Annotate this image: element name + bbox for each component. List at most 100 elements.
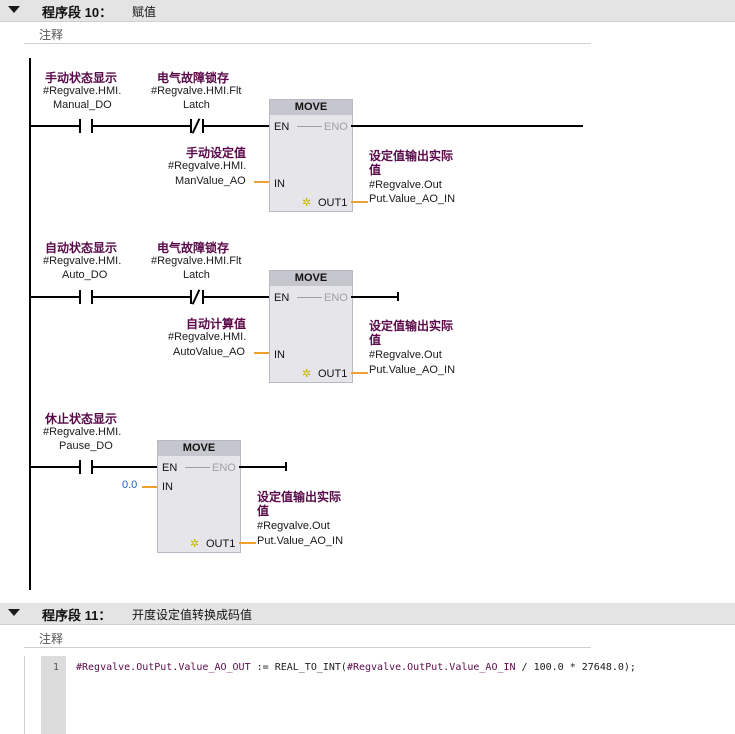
rung2-in-addr2[interactable]: AutoValue_AO [173, 346, 245, 358]
rung3-out-star-icon: ✲ [190, 538, 200, 550]
scl-code-arg: #Regvalve.OutPut.Value_AO_IN [346, 662, 516, 673]
rung1-out-pin: OUT1 [318, 197, 348, 209]
rung1-in-addr2[interactable]: ManValue_AO [175, 175, 246, 187]
scl-line-number: 1 [53, 662, 60, 673]
rung2-wire [93, 296, 190, 298]
rung3-move-title: MOVE [158, 441, 240, 456]
scl-code-assign: := [250, 662, 275, 673]
rung1-nc-contact-slash [191, 118, 201, 134]
rung1-contact1-name: 手动状态显示 [45, 71, 118, 85]
rung2-en-pin: EN [274, 292, 290, 304]
rung3-out-pin: OUT1 [206, 538, 236, 550]
collapse-triangle-icon[interactable] [8, 609, 20, 616]
rung1-contact1-addr1: #Regvalve.HMI. [43, 85, 122, 97]
rung2-contact2-addr1: #Regvalve.HMI.Flt [151, 255, 242, 267]
rung1-wire [93, 125, 190, 127]
rung3-en-pin: EN [162, 462, 178, 474]
rung1-wire [31, 125, 79, 127]
rung3-eno-pin: ENO [212, 462, 236, 474]
segment-10-header: 程序段 10： 赋值 [0, 0, 735, 22]
segment-10-title[interactable]: 赋值 [132, 5, 157, 19]
rung1-out-addr2[interactable]: Put.Value_AO_IN [369, 193, 456, 205]
collapse-triangle-icon[interactable] [8, 6, 20, 13]
rung1-in-pin: IN [274, 178, 285, 190]
segment-10-comment[interactable]: 注释 [24, 23, 591, 44]
rung2-contact1-addr1: #Regvalve.HMI. [43, 255, 122, 267]
rung1-contact1-addr2: Manual_DO [53, 99, 112, 111]
rung3-eno-end [285, 462, 287, 471]
rung1-out-star-icon: ✲ [302, 197, 312, 209]
rung1-out-name1: 设定值输出实际 [369, 149, 454, 163]
rung2-in-name: 自动计算值 [186, 317, 247, 331]
rung3-contact1-addr2: Pause_DO [59, 440, 113, 452]
rung3-wire [31, 466, 79, 468]
rung2-en-eno-line [297, 297, 322, 298]
rung3-eno-wire [239, 466, 286, 468]
rung3-en-eno-line [185, 467, 210, 468]
rung3-out-name1: 设定值输出实际 [257, 490, 342, 504]
scl-code-lhs: #Regvalve.OutPut.Value_AO_OUT [76, 662, 251, 673]
rung2-move-box[interactable]: MOVE EN ENO IN ✲ OUT1 [269, 270, 353, 383]
segment-11-header: 程序段 11： 开度设定值转换成码值 [0, 603, 735, 625]
rung1-move-box[interactable]: MOVE EN ENO IN ✲ OUT1 [269, 99, 353, 212]
rung1-eno-pin: ENO [324, 121, 348, 133]
rung1-en-pin: EN [274, 121, 290, 133]
segment-11-comment[interactable]: 注释 [24, 627, 591, 648]
rung3-out-name2: 值 [257, 504, 270, 518]
scl-editor[interactable] [24, 656, 735, 734]
segment-11-label: 程序段 11： [42, 608, 112, 623]
scl-code-line[interactable]: #Regvalve.OutPut.Value_AO_OUT := REAL_TO… [76, 662, 636, 673]
rung3-in-constant[interactable]: 0.0 [122, 479, 138, 491]
rung1-in-addr1: #Regvalve.HMI. [168, 160, 247, 172]
rung3-contact1-name: 休止状态显示 [45, 412, 118, 426]
rung2-out-addr2[interactable]: Put.Value_AO_IN [369, 364, 456, 376]
rung2-no-contact-right[interactable] [91, 290, 93, 304]
scl-gutter [41, 656, 66, 734]
rung1-out-name2: 值 [369, 163, 382, 177]
rung2-no-contact-left[interactable] [79, 290, 81, 304]
rung2-wire [31, 296, 79, 298]
rung1-out-wire [351, 201, 368, 203]
rung2-contact1-name: 自动状态显示 [45, 241, 118, 255]
rung3-out-addr1: #Regvalve.Out [257, 520, 330, 532]
rung1-en-eno-line [297, 126, 322, 127]
rung3-in-wire [142, 486, 157, 488]
rung1-move-title: MOVE [270, 100, 352, 115]
segment-11-title[interactable]: 开度设定值转换成码值 [132, 608, 253, 622]
rung1-contact2-addr2: Latch [183, 99, 210, 111]
rung3-move-box[interactable]: MOVE EN ENO IN ✲ OUT1 [157, 440, 241, 553]
rung1-out-addr1: #Regvalve.Out [369, 179, 442, 191]
rung2-out-name1: 设定值输出实际 [369, 319, 454, 333]
rung2-contact2-name: 电气故障锁存 [157, 241, 230, 255]
rung1-in-wire [254, 181, 269, 183]
segment-10-label: 程序段 10： [42, 5, 113, 20]
rung2-eno-end [397, 292, 399, 301]
rung2-nc-contact-left[interactable] [190, 290, 192, 304]
rung1-no-contact-right[interactable] [91, 119, 93, 133]
scl-code-rest: / 100.0 * 27648.0); [515, 662, 636, 673]
power-rail [29, 58, 31, 590]
rung2-out-wire [351, 372, 368, 374]
rung2-out-pin: OUT1 [318, 368, 348, 380]
rung2-move-title: MOVE [270, 271, 352, 286]
rung1-in-name: 手动设定值 [186, 146, 247, 160]
rung1-no-contact-left[interactable] [79, 119, 81, 133]
rung1-contact2-name: 电气故障锁存 [157, 71, 230, 85]
rung1-nc-contact-left[interactable] [190, 119, 192, 133]
rung3-out-wire [239, 542, 256, 544]
scl-code-func: REAL_TO_INT( [274, 662, 347, 673]
rung3-out-addr2[interactable]: Put.Value_AO_IN [257, 535, 344, 547]
rung2-in-pin: IN [274, 349, 285, 361]
rung2-out-star-icon: ✲ [302, 368, 312, 380]
rung2-wire [204, 296, 269, 298]
rung2-in-addr1: #Regvalve.HMI. [168, 331, 247, 343]
rung2-contact1-addr2: Auto_DO [62, 269, 108, 281]
rung3-wire [93, 466, 157, 468]
rung3-no-contact-right[interactable] [91, 460, 93, 474]
rung2-out-name2: 值 [369, 333, 382, 347]
rung1-wire [204, 125, 269, 127]
rung3-no-contact-left[interactable] [79, 460, 81, 474]
rung1-nc-contact-right[interactable] [202, 119, 204, 133]
rung2-in-wire [254, 352, 269, 354]
rung2-nc-contact-right[interactable] [202, 290, 204, 304]
